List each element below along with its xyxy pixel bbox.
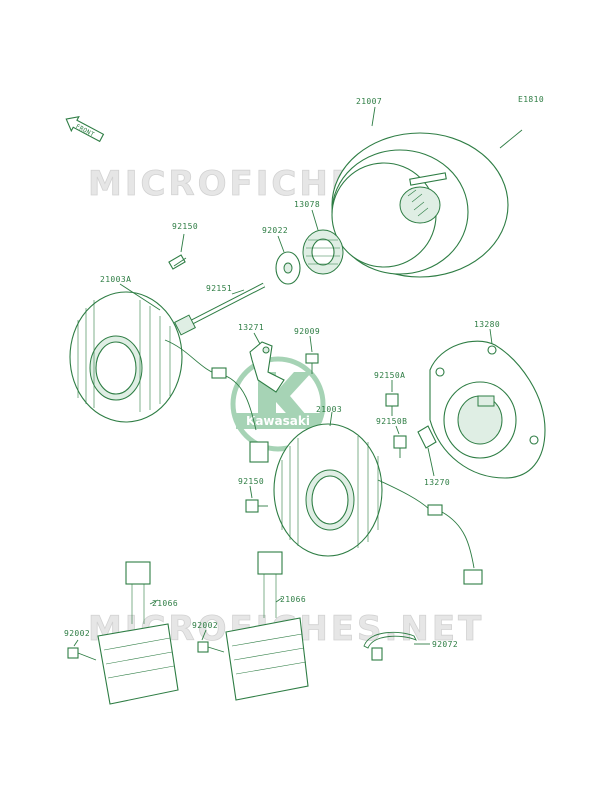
part-21066-right: 21066 (280, 595, 306, 604)
flywheel-rotor (331, 132, 509, 278)
bolt-92002-left (67, 647, 97, 661)
front-arrow-icon: FRONT (65, 115, 105, 143)
part-92009: 92009 (294, 327, 320, 336)
screw-92009 (305, 353, 319, 374)
washer-92022 (275, 251, 301, 285)
bolt-92002-right (197, 641, 225, 653)
bolt-92150a (385, 393, 399, 416)
part-92002-left: 92002 (64, 629, 90, 638)
clamp-13270 (417, 425, 437, 449)
stator-21003 (273, 423, 483, 585)
part-13078: 13078 (294, 200, 320, 209)
regulator-21066-right (225, 551, 309, 701)
regulator-21066-left (97, 561, 179, 705)
bolt-92150-top (168, 254, 187, 270)
part-92072: 92072 (432, 640, 458, 649)
bolt-92151 (174, 282, 266, 336)
starter-gear (302, 229, 344, 275)
part-21066-left: 21066 (152, 599, 178, 608)
part-92002-right: 92002 (192, 621, 218, 630)
bracket-13271 (249, 341, 285, 393)
part-92150a: 92150A (374, 371, 405, 380)
part-13280: 13280 (474, 320, 500, 329)
part-92150-top: 92150 (172, 222, 198, 231)
cover-13280 (429, 340, 546, 479)
part-13270: 13270 (424, 478, 450, 487)
part-13271: 13271 (238, 323, 264, 332)
diagram-code: E1810 (518, 95, 544, 104)
part-21003a: 21003A (100, 275, 131, 284)
part-92150-lower: 92150 (238, 477, 264, 486)
logo-text: Kawasaki (246, 414, 310, 428)
part-92151: 92151 (206, 284, 232, 293)
part-92022: 92022 (262, 226, 288, 235)
part-92150b: 92150B (376, 417, 407, 426)
part-21003: 21003 (316, 405, 342, 414)
bolt-92150b (393, 435, 407, 458)
part-21007: 21007 (356, 97, 382, 106)
band-92072 (363, 631, 417, 661)
stator-21003a (69, 291, 269, 463)
bolt-92150-lower (245, 499, 268, 513)
